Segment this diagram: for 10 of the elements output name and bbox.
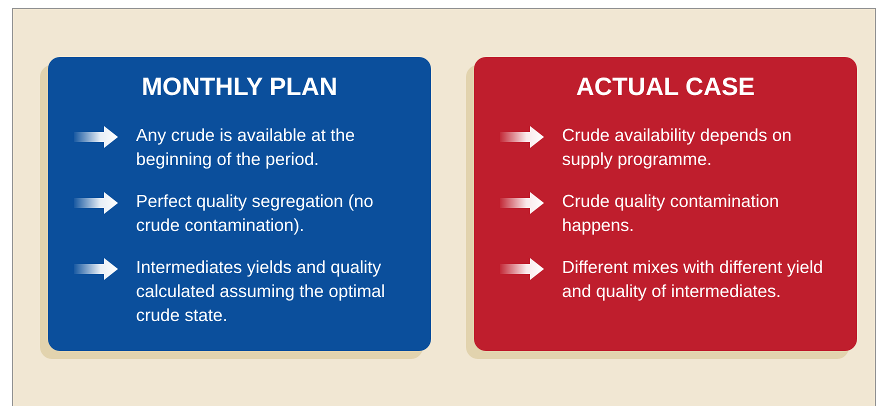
bullet-text: Different mixes with different yield and quality of intermediates. — [562, 256, 824, 303]
bullet-text: Intermediates yields and quality calculated assuming the optimal crude state. — [136, 256, 386, 327]
panel-heading: MONTHLY PLAN — [140, 73, 338, 102]
panel-heading: ACTUAL CASE — [575, 73, 756, 102]
comparison-panel — [48, 57, 431, 351]
bullet-text: Crude availability depends on supply programme. — [562, 124, 793, 171]
bullet-text: Perfect quality segregation (no crude contamination). — [136, 190, 374, 237]
comparison-panel — [474, 57, 857, 351]
bullet-text: Any crude is available at the beginning of the period. — [136, 124, 356, 171]
bullet-text: Crude quality contamination happens. — [562, 190, 780, 237]
